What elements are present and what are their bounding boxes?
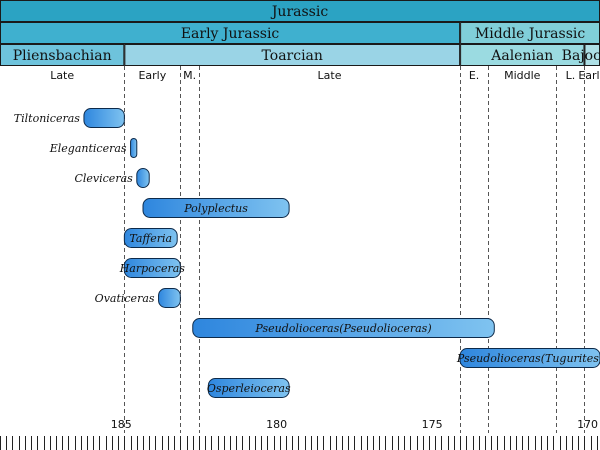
range-bar-polyplectus bbox=[142, 198, 290, 218]
taxon-label-tiltoniceras: Tiltoniceras bbox=[14, 112, 81, 125]
range-bar-eleganticeras bbox=[130, 138, 138, 158]
taxon-label-pseudolioceras-tugurites: Pseudolioceras(Tugurites) bbox=[456, 352, 600, 365]
subdivision-label: Early bbox=[138, 69, 166, 82]
taxon-label-ovaticeras: Ovaticeras bbox=[95, 292, 155, 305]
header-label-middle-jurassic: Middle Jurassic bbox=[475, 26, 585, 42]
taxon-label-cleviceras: Cleviceras bbox=[74, 172, 133, 185]
header-label-toarcian: Toarcian bbox=[262, 48, 323, 64]
subdivision-label: Middle bbox=[504, 69, 541, 82]
range-bar-ovaticeras bbox=[158, 288, 181, 308]
header-label-bajocian: Bajocian bbox=[562, 48, 600, 64]
axis-tick-label: 185 bbox=[111, 418, 132, 431]
range-bar-harpoceras bbox=[123, 258, 181, 278]
header-cell-early-jurassic bbox=[0, 22, 461, 44]
header-label-aalenian: Aalenian bbox=[490, 48, 553, 64]
range-bar-pseudolioceras-pseudolioceras bbox=[192, 318, 495, 338]
range-bar-tiltoniceras bbox=[83, 108, 125, 128]
subdivision-label: M. bbox=[183, 69, 196, 82]
range-bar-tafferia bbox=[123, 228, 178, 248]
header-cell-toarcian bbox=[124, 44, 461, 66]
taxon-label-tafferia: Tafferia bbox=[129, 232, 172, 245]
subdivision-label: E. bbox=[469, 69, 479, 82]
range-bar-osperleioceras bbox=[207, 378, 290, 398]
time-axis: 185 180 175 170 bbox=[0, 418, 598, 450]
subdivision-label: L. bbox=[566, 69, 576, 82]
taxon-label-pseudolioceras-pseudolioceras: Pseudolioceras(Pseudolioceras) bbox=[254, 322, 431, 335]
header-label-early-jurassic: Early Jurassic bbox=[181, 26, 280, 42]
taxon-ranges: TiltonicerasEleganticerasClevicerasPolyp… bbox=[14, 108, 600, 398]
taxon-label-harpoceras: Harpoceras bbox=[119, 262, 186, 275]
axis-tick-label: 180 bbox=[266, 418, 287, 431]
header-label-jurassic: Jurassic bbox=[270, 4, 329, 20]
taxon-label-osperleioceras: Osperleioceras bbox=[207, 382, 291, 395]
axis-tick-label: 175 bbox=[422, 418, 443, 431]
subdivision-label: Early bbox=[578, 69, 600, 82]
range-bar-cleviceras bbox=[136, 168, 150, 188]
range-bar-pseudolioceras-tugurites bbox=[459, 348, 600, 368]
taxon-label-eleganticeras: Eleganticeras bbox=[49, 142, 127, 155]
header-label-pliensbachian: Pliensbachian bbox=[13, 48, 112, 64]
header-cell-aalenian bbox=[460, 44, 585, 66]
subdivision-label: Late bbox=[318, 69, 342, 82]
header-cell-pliensbachian bbox=[0, 44, 125, 66]
boundary-lines bbox=[124, 66, 585, 433]
axis-tick-label: 170 bbox=[577, 418, 598, 431]
subdivision-label: Late bbox=[50, 69, 74, 82]
taxon-label-polyplectus: Polyplectus bbox=[183, 202, 248, 215]
